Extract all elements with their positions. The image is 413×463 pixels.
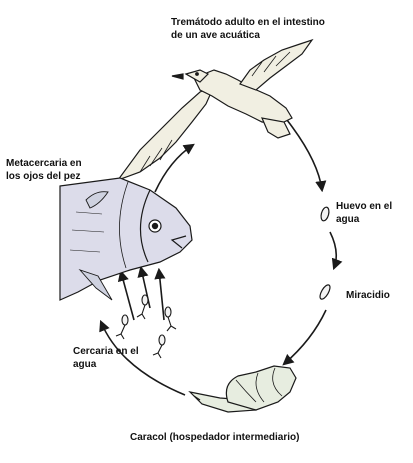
arrow-cercaria-to-fish-3 bbox=[154, 267, 166, 321]
miracidium-illustration bbox=[319, 284, 331, 300]
fish-illustration bbox=[59, 177, 193, 301]
arrow-egg-to-miracidium bbox=[329, 231, 343, 271]
arrow-cercaria-to-fish-2 bbox=[137, 265, 151, 309]
arrow-miracidium-to-snail bbox=[282, 309, 327, 366]
water-bird-illustration bbox=[116, 38, 314, 182]
cercariae-illustration bbox=[115, 294, 177, 359]
cercaria-label: Cercaria en el agua bbox=[73, 346, 139, 370]
egg-label: Huevo en el agua bbox=[336, 201, 393, 225]
metacercaria-label: Metacercaria en los ojos del pez bbox=[6, 158, 82, 182]
snail-illustration bbox=[188, 365, 297, 413]
snail-label: Caracol (hospedador intermediario) bbox=[130, 432, 300, 443]
arrow-bird-to-egg bbox=[286, 119, 327, 193]
arrow-cercaria-to-fish-1 bbox=[117, 269, 135, 321]
miracidium-label: Miracidio bbox=[346, 290, 390, 301]
arrow-snail-to-cercaria bbox=[99, 319, 186, 396]
arrow-fish-to-bird bbox=[154, 143, 195, 193]
egg-illustration bbox=[320, 206, 330, 222]
adult-fluke-label: Tremátodo adulto en el intestino de un a… bbox=[171, 17, 325, 41]
